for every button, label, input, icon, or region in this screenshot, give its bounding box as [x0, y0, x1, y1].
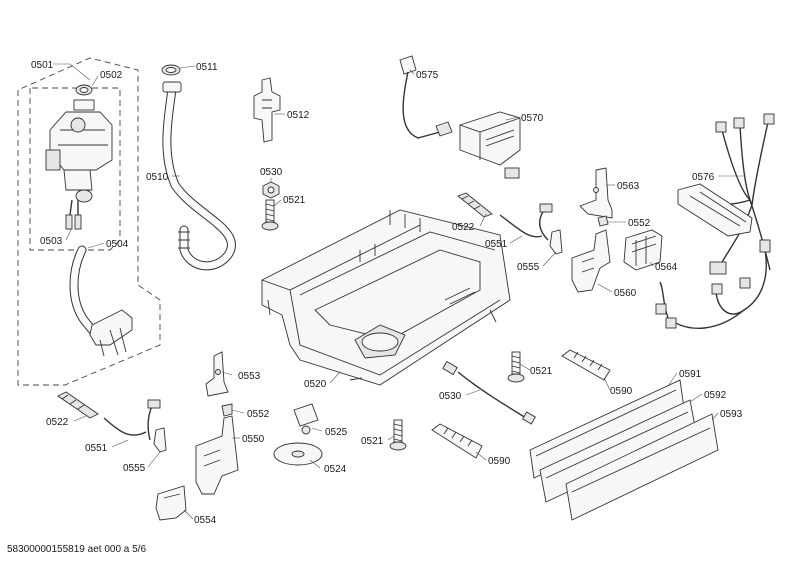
clip-0555-top-part[interactable]: [549, 229, 563, 255]
label-0553: 0553: [238, 371, 261, 382]
label-0590-mid: 0590: [610, 386, 633, 397]
sensor-cable-0551-bottom-part[interactable]: [103, 399, 161, 441]
disc-0524-part[interactable]: [273, 442, 323, 466]
label-0576: 0576: [692, 172, 715, 183]
label-0504: 0504: [106, 239, 129, 250]
label-0570: 0570: [521, 113, 544, 124]
label-0555-bottom: 0555: [123, 463, 146, 474]
label-0522-top: 0522: [452, 222, 475, 233]
label-0593: 0593: [720, 409, 743, 420]
label-0524: 0524: [324, 464, 347, 475]
part-0554[interactable]: [155, 485, 187, 521]
label-0521-mid: 0521: [530, 366, 553, 377]
label-0525: 0525: [325, 427, 348, 438]
assembly-group-0501: [17, 57, 161, 386]
clip-0555-bottom-part[interactable]: [153, 427, 167, 453]
label-0591: 0591: [679, 369, 702, 380]
part-0522-bottom[interactable]: [57, 391, 99, 419]
label-0521-top: 0521: [283, 195, 306, 206]
nut-0530-part[interactable]: [262, 181, 280, 199]
hose-clamp-part[interactable]: [161, 64, 181, 76]
label-0592: 0592: [704, 390, 727, 401]
leader-lines: [53, 63, 744, 520]
label-0520: 0520: [304, 379, 327, 390]
label-0550: 0550: [242, 434, 265, 445]
label-0563: 0563: [617, 181, 640, 192]
bracket-0512-part[interactable]: [253, 77, 281, 143]
label-0511: 0511: [196, 62, 218, 73]
electronic-module-part[interactable]: [459, 111, 521, 179]
label-0552-left: 0552: [247, 409, 270, 420]
label-0551-top: 0551: [485, 239, 508, 250]
cable-0530-part[interactable]: [442, 360, 536, 425]
label-0530-mid: 0530: [439, 391, 462, 402]
label-0501: 0501: [31, 60, 54, 71]
inlet-valve-part[interactable]: [45, 84, 113, 230]
label-0503: 0503: [40, 236, 63, 247]
label-0522-bottom: 0522: [46, 417, 69, 428]
label-0512: 0512: [287, 110, 310, 121]
panel-0593-part[interactable]: [565, 413, 719, 521]
bracket-0560-part[interactable]: [571, 229, 611, 293]
clip-0552-left-part[interactable]: [221, 403, 233, 417]
label-0555-top: 0555: [517, 262, 540, 273]
label-0530-top: 0530: [260, 167, 283, 178]
screw-0521-top-part[interactable]: [261, 199, 279, 231]
drain-hose-part[interactable]: [162, 81, 236, 271]
part-0564[interactable]: [623, 229, 663, 271]
screw-0521-bottom-part[interactable]: [389, 419, 407, 451]
bracket-0553-part[interactable]: [205, 351, 229, 397]
label-0510: 0510: [146, 172, 169, 183]
clip-0552-right-part[interactable]: [597, 215, 609, 227]
document-reference-footer: 58300000155819 aet 000 a 5/6: [7, 544, 146, 555]
label-0564: 0564: [655, 262, 678, 273]
wiring-harness-part[interactable]: [655, 113, 775, 329]
label-0590-bottom: 0590: [488, 456, 511, 467]
label-0551-bottom: 0551: [85, 443, 108, 454]
grille-0590-mid-part[interactable]: [561, 349, 611, 381]
label-0552-right: 0552: [628, 218, 651, 229]
part-labels: 0501 0502 0503 0504 0510 0511 0512 0530 …: [31, 60, 743, 526]
part-0525[interactable]: [293, 403, 319, 435]
bracket-0563-part[interactable]: [579, 167, 613, 219]
part-0522-top[interactable]: [457, 192, 493, 218]
grille-0590-bottom-part[interactable]: [431, 423, 483, 459]
inlet-hose-part[interactable]: [69, 245, 133, 357]
label-0521-bottom: 0521: [361, 436, 384, 447]
base-tub-part[interactable]: [261, 209, 511, 386]
label-0554: 0554: [194, 515, 217, 526]
screw-0521-mid-part[interactable]: [507, 351, 525, 383]
power-cord-part[interactable]: [399, 55, 453, 139]
label-0575: 0575: [416, 70, 439, 81]
label-0560: 0560: [614, 288, 637, 299]
sensor-cable-0551-top-part[interactable]: [499, 203, 553, 241]
label-0502: 0502: [100, 70, 123, 81]
bracket-0550-part[interactable]: [195, 415, 239, 495]
